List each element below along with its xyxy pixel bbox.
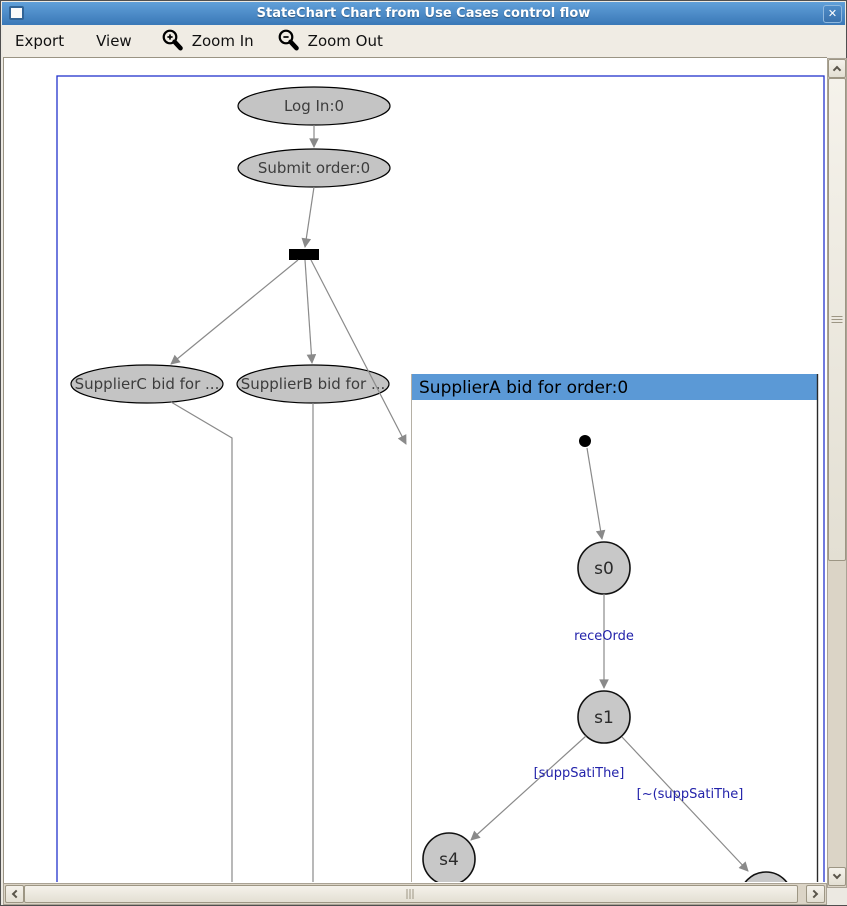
- transition-satisfied-label: [suppSatiThe]: [534, 766, 625, 781]
- chevron-left-icon: [11, 889, 21, 899]
- scrollbar-corner: [827, 888, 847, 905]
- thumb-grip: [831, 315, 843, 324]
- subchart-edges: [470, 447, 749, 872]
- zoom-in-button[interactable]: Zoom In: [156, 26, 258, 56]
- zoom-in-icon: [162, 29, 183, 51]
- menubar: Export View Zoom In Zoom Out: [3, 25, 846, 57]
- state-s1-label: s1: [594, 708, 614, 728]
- fork-bar[interactable]: [289, 249, 319, 260]
- zoom-out-label: Zoom Out: [307, 32, 383, 50]
- diagram-canvas[interactable]: SupplierA bid for order:0 Log In:0 Submi…: [3, 57, 827, 883]
- transition-not-satisfied-label: [~(suppSatiThe]: [637, 787, 744, 802]
- subchart-title: SupplierA bid for order:0: [419, 378, 628, 398]
- titlebar[interactable]: StateChart Chart from Use Cases control …: [2, 2, 845, 25]
- window-menu-icon[interactable]: [9, 6, 24, 20]
- zoom-out-icon: [278, 29, 299, 51]
- subchart-panel: SupplierA bid for order:0: [411, 374, 819, 882]
- node-supplier-b-label: SupplierB bid for ...: [241, 375, 386, 393]
- node-submit-order[interactable]: Submit order:0: [237, 148, 391, 188]
- zoom-out-button[interactable]: Zoom Out: [272, 26, 387, 56]
- edge-supplier-c-tail: [170, 401, 233, 882]
- scroll-down-button[interactable]: [828, 867, 846, 886]
- chevron-up-icon: [832, 65, 842, 75]
- window-title: StateChart Chart from Use Cases control …: [256, 6, 591, 21]
- close-button[interactable]: ✕: [823, 5, 842, 23]
- state-s4-label: s4: [439, 850, 459, 870]
- state-s0-label: s0: [594, 559, 614, 579]
- menu-view[interactable]: View: [96, 32, 132, 50]
- chevron-down-icon: [832, 870, 842, 880]
- state-s0[interactable]: s0: [577, 541, 631, 595]
- scroll-left-button[interactable]: [5, 885, 24, 903]
- chart-frame: [56, 75, 825, 882]
- edge-submit-fork: [301, 186, 315, 248]
- chevron-right-icon: [809, 889, 819, 899]
- close-icon: ✕: [827, 7, 838, 20]
- node-submit-order-label: Submit order:0: [258, 159, 370, 177]
- node-supplier-c-label: SupplierC bid for ...: [75, 375, 220, 393]
- edge-fork-supplier-b: [304, 259, 317, 364]
- initial-state-dot: [579, 435, 591, 447]
- edge-fork-supplier-a: [310, 259, 407, 445]
- horizontal-scrollbar[interactable]: [3, 883, 827, 905]
- scroll-right-button[interactable]: [806, 885, 825, 903]
- edge-s1-s4: [470, 735, 587, 841]
- node-login[interactable]: Log In:0: [237, 86, 391, 126]
- state-s1[interactable]: s1: [577, 690, 631, 744]
- node-login-label: Log In:0: [284, 97, 344, 115]
- vertical-scrollbar[interactable]: [827, 58, 847, 888]
- subchart-titlebar[interactable]: [411, 374, 817, 400]
- edge-s1-clipped: [621, 736, 749, 872]
- statechart-diagram: SupplierA bid for order:0 Log In:0 Submi…: [56, 75, 825, 882]
- state-s4[interactable]: s4: [422, 832, 476, 882]
- vertical-scroll-thumb[interactable]: [828, 78, 846, 561]
- state-clipped[interactable]: [740, 871, 792, 882]
- edge-init-s0: [586, 447, 606, 540]
- node-supplier-b[interactable]: SupplierB bid for ...: [236, 364, 390, 404]
- menu-export[interactable]: Export: [15, 32, 65, 50]
- edges: [170, 125, 407, 882]
- thumb-grip: [406, 889, 416, 899]
- node-supplier-c[interactable]: SupplierC bid for ...: [70, 364, 224, 404]
- scroll-up-button[interactable]: [828, 59, 846, 78]
- zoom-in-label: Zoom In: [191, 32, 254, 50]
- horizontal-scroll-thumb[interactable]: [24, 885, 798, 903]
- edge-fork-supplier-c: [170, 259, 299, 365]
- transition-receive-label: receOrde: [574, 629, 634, 644]
